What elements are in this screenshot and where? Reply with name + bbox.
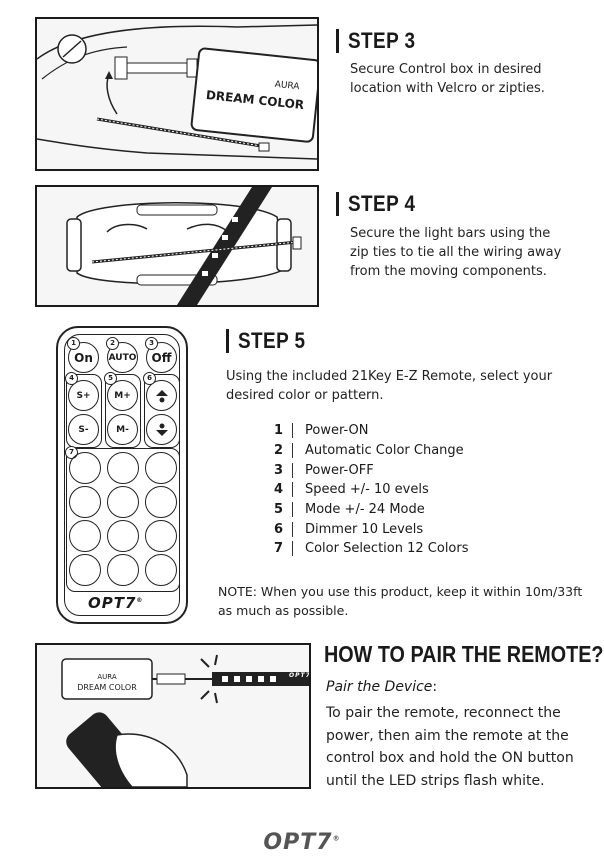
footer-logo: OPT7®: [263, 830, 341, 855]
pair-subtitle: Pair the Device:: [326, 679, 438, 695]
step5-intro: Using the included 21Key E-Z Remote, sel…: [226, 369, 553, 403]
remote-speed-down-button: S-: [68, 414, 99, 445]
color-button: [107, 486, 139, 518]
pair-box-label-top: AURA: [97, 673, 117, 681]
step4-heading: STEP 4: [336, 191, 426, 217]
color-button: [145, 452, 177, 484]
color-button: [107, 520, 139, 552]
led-strip-icon: [177, 187, 272, 305]
color-button: [145, 554, 177, 586]
pairing-drawing: [61, 654, 309, 787]
color-button: [69, 554, 101, 586]
badge-1: 1: [67, 337, 80, 350]
pair-box-label: DREAM COLOR: [77, 683, 137, 692]
step4-title: STEP 4: [348, 191, 416, 216]
step4-text: Secure the light bars using the zip ties…: [350, 226, 562, 279]
badge-4: 4: [65, 372, 78, 385]
color-button: [107, 452, 139, 484]
pair-text: To pair the remote, reconnect the power,…: [326, 705, 574, 789]
step5-note: NOTE: When you use this product, keep it…: [218, 584, 583, 618]
color-button: [145, 486, 177, 518]
color-group: [66, 448, 180, 592]
color-button: [107, 554, 139, 586]
step3-heading: STEP 3: [336, 28, 426, 54]
remote-on-button: On: [68, 342, 99, 373]
control-box-drawing: [37, 24, 317, 160]
badge-5: 5: [104, 372, 117, 385]
badge-2: 2: [106, 337, 119, 350]
vehicle-underside-drawing: [66, 187, 302, 305]
led-strip-icon: [212, 672, 309, 686]
color-button: [69, 486, 101, 518]
remote-speed-up-button: S+: [68, 380, 99, 411]
badge-6: 6: [143, 372, 156, 385]
mode-group: [105, 374, 141, 448]
step5-heading: STEP 5: [226, 328, 316, 354]
remote-illustration: On AUTO Off 1 2 3 S+ M+ S- M- 4 5 6 7 OP…: [56, 326, 188, 624]
step5-title: STEP 5: [238, 328, 306, 353]
step3-title: STEP 3: [348, 28, 416, 53]
step4-illustration: [35, 185, 319, 307]
color-button: [69, 452, 101, 484]
speed-group: [66, 374, 102, 448]
color-button: [145, 520, 177, 552]
dimmer-group: [144, 374, 180, 448]
pair-title: HOW TO PAIR THE REMOTE?: [324, 641, 604, 667]
brightness-up-icon: [146, 380, 177, 411]
step3-illustration: AURA DREAM COLOR: [35, 17, 319, 171]
flash-icon: [200, 654, 218, 704]
pair-illustration: AURA DREAM COLOR OPT7: [35, 643, 311, 789]
remote-mode-up-button: M+: [107, 380, 138, 411]
remote-logo: OPT7®: [88, 594, 144, 612]
color-button: [69, 520, 101, 552]
remote-mode-down-button: M-: [107, 414, 138, 445]
remote-in-hand-icon: [66, 712, 188, 787]
brightness-down-icon: [146, 414, 177, 445]
step3-text: Secure Control box in desired location w…: [350, 62, 545, 96]
badge-3: 3: [145, 337, 158, 350]
strip-logo: OPT7: [289, 672, 311, 679]
